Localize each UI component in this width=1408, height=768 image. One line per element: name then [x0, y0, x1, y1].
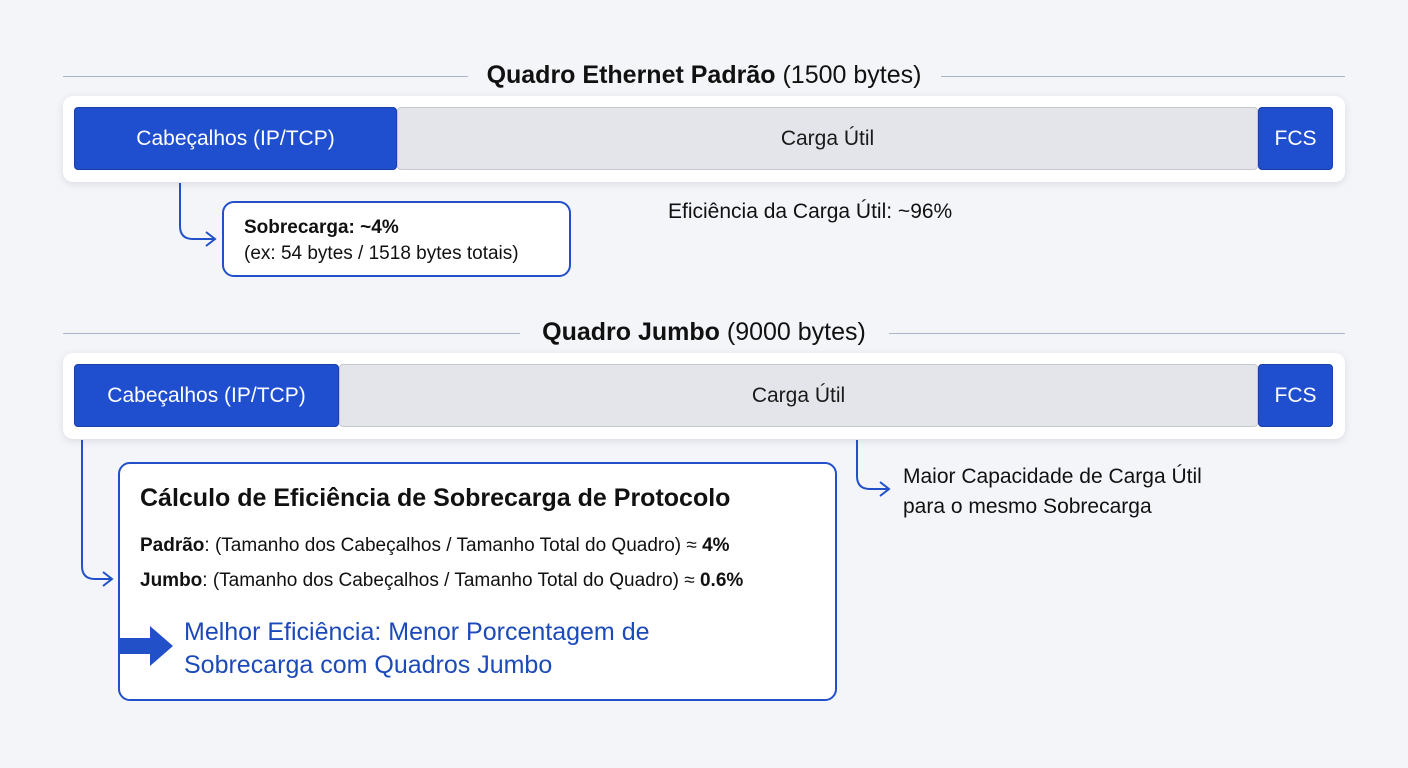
standard-overhead-example: (ex: 54 bytes / 1518 bytes totais): [244, 243, 519, 264]
conclusion-line1: Melhor Eficiência: Menor Porcentagem de: [184, 618, 650, 646]
standard-formula-label: Padrão: [140, 535, 205, 556]
standard-formula: Padrão: (Tamanho dos Cabeçalhos / Tamanh…: [140, 535, 730, 557]
jumbo-capacity-line2: para o mesmo Sobrecarga: [903, 495, 1152, 518]
jumbo-frame-bar: Cabeçalhos (IP/TCP) Carga Útil FCS: [63, 353, 1345, 439]
title-rule-left: [63, 76, 468, 77]
jumbo-capacity-note: Maior Capacidade de Carga Útil para o me…: [903, 462, 1202, 522]
jumbo-rule-right: [889, 333, 1345, 334]
standard-overhead-connector: [179, 183, 214, 240]
conclusion-line2: Sobrecarga com Quadros Jumbo: [184, 651, 553, 679]
jumbo-formula-label: Jumbo: [140, 570, 203, 591]
standard-overhead-label: Sobrecarga: ~4%: [244, 217, 399, 238]
jumbo-formula-text: : (Tamanho dos Cabeçalhos / Tamanho Tota…: [202, 570, 700, 591]
title-rule-right: [941, 76, 1345, 77]
standard-overhead-arrowhead: [205, 231, 217, 247]
jumbo-formula: Jumbo: (Tamanho dos Cabeçalhos / Tamanho…: [140, 570, 743, 592]
standard-payload-efficiency: Eficiência da Carga Útil: ~96%: [668, 200, 953, 223]
calculation-title: Cálculo de Eficiência de Sobrecarga de P…: [140, 484, 731, 512]
standard-title-size: (1500 bytes): [782, 61, 922, 89]
standard-headers-segment: Cabeçalhos (IP/TCP): [74, 107, 397, 170]
jumbo-rule-left: [63, 333, 520, 334]
jumbo-title-bold: Quadro Jumbo: [542, 318, 720, 346]
efficiency-calculation-box: Cálculo de Eficiência de Sobrecarga de P…: [118, 462, 837, 701]
standard-payload-segment: Carga Útil: [397, 107, 1258, 170]
standard-frame-title: Quadro Ethernet Padrão (1500 bytes): [0, 61, 1408, 90]
jumbo-capacity-arrowhead: [879, 481, 891, 497]
jumbo-payload-segment: Carga Útil: [339, 364, 1258, 427]
jumbo-calculation-arrowhead: [102, 571, 114, 587]
jumbo-capacity-line1: Maior Capacidade de Carga Útil: [903, 465, 1202, 488]
efficiency-conclusion: Melhor Eficiência: Menor Porcentagem de …: [184, 616, 744, 682]
standard-title-bold: Quadro Ethernet Padrão: [486, 61, 776, 89]
jumbo-calculation-connector: [81, 440, 111, 580]
standard-formula-value: 4%: [702, 535, 730, 556]
jumbo-title-size: (9000 bytes): [726, 318, 866, 346]
jumbo-frame-title: Quadro Jumbo (9000 bytes): [0, 318, 1408, 347]
jumbo-fcs-segment: FCS: [1258, 364, 1333, 427]
conclusion-arrow-icon: [120, 626, 173, 666]
standard-fcs-segment: FCS: [1258, 107, 1333, 170]
jumbo-capacity-connector: [856, 440, 888, 490]
jumbo-formula-value: 0.6%: [699, 570, 744, 591]
standard-formula-text: : (Tamanho dos Cabeçalhos / Tamanho Tota…: [204, 535, 703, 556]
standard-overhead-note: Sobrecarga: ~4% (ex: 54 bytes / 1518 byt…: [222, 201, 571, 277]
jumbo-headers-segment: Cabeçalhos (IP/TCP): [74, 364, 339, 427]
standard-frame-bar: Cabeçalhos (IP/TCP) Carga Útil FCS: [63, 96, 1345, 182]
